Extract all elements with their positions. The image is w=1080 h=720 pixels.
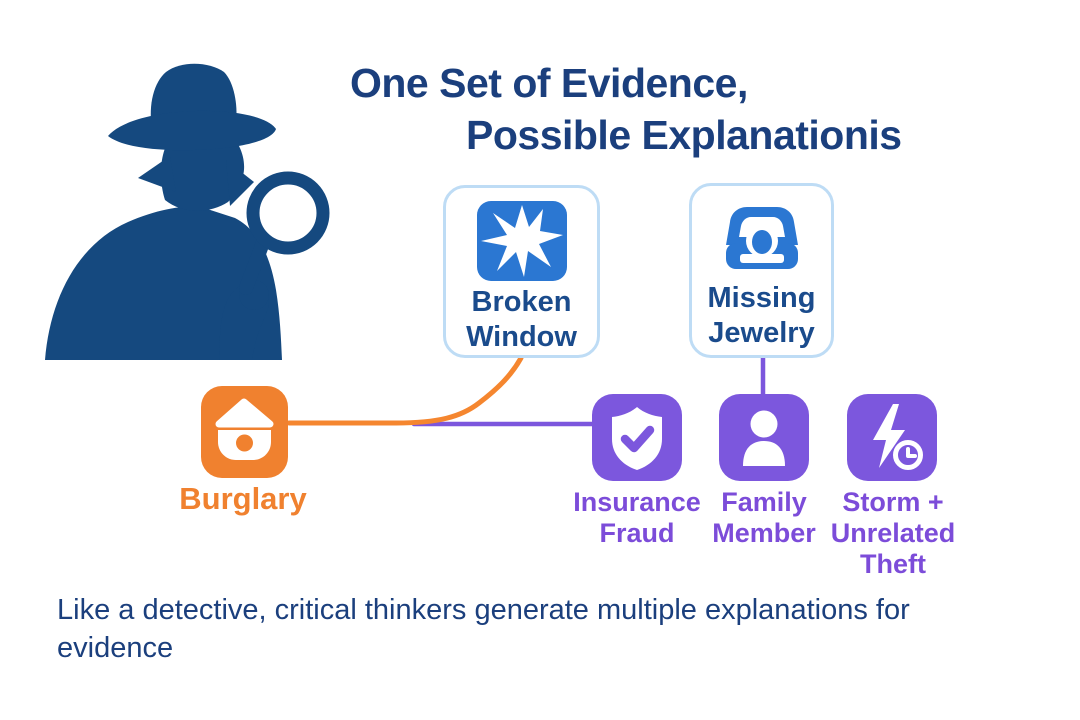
caption-line1: Like a detective, critical thinkers gene… bbox=[57, 594, 910, 626]
shield-check-icon bbox=[612, 407, 662, 470]
explanation-label-insurance-fraud: Insurance Fraud bbox=[555, 487, 719, 549]
evidence-label-line2: Window bbox=[466, 321, 577, 353]
evidence-label-missing-jewelry: Missing Jewelry bbox=[708, 281, 816, 351]
label-line3: Theft bbox=[860, 549, 926, 579]
page-title-line2: Possible Explanationis bbox=[466, 112, 902, 158]
explanation-node-storm-theft bbox=[847, 394, 937, 481]
starburst-icon bbox=[476, 201, 567, 281]
page-title-line1: One Set of Evidence, bbox=[350, 60, 748, 106]
caption-text: Like a detective, critical thinkers gene… bbox=[57, 591, 1037, 667]
explanation-label-burglary: Burglary bbox=[179, 481, 307, 516]
label-line1: Storm + bbox=[842, 487, 944, 517]
explanation-node-insurance-fraud bbox=[592, 394, 682, 481]
person-icon bbox=[743, 410, 785, 466]
explanation-label-storm-theft: Storm + Unrelated Theft bbox=[811, 487, 975, 580]
storm-clock-icon bbox=[873, 404, 923, 470]
evidence-label-line1: Broken bbox=[471, 286, 572, 318]
label-line1: Insurance bbox=[573, 487, 701, 517]
label-line1: Family bbox=[721, 487, 807, 517]
jewelry-box-icon bbox=[725, 207, 798, 269]
explanation-label-family-member: Family Member bbox=[682, 487, 846, 549]
evidence-card-missing-jewelry: Missing Jewelry bbox=[689, 183, 834, 358]
explanation-node-burglary bbox=[201, 386, 288, 478]
evidence-label-broken-window: Broken Window bbox=[466, 285, 577, 355]
evidence-label-line1: Missing bbox=[707, 282, 816, 314]
connector-broken-window-to-burglary bbox=[286, 355, 524, 426]
label-line2: Member bbox=[712, 518, 816, 548]
caption-line2: evidence bbox=[57, 632, 174, 664]
detective-icon bbox=[45, 63, 330, 360]
evidence-label-line2: Jewelry bbox=[708, 317, 815, 349]
evidence-card-broken-window: Broken Window bbox=[443, 185, 600, 358]
label-line2: Unrelated bbox=[830, 518, 956, 548]
house-security-icon bbox=[215, 398, 274, 460]
explanation-node-family-member bbox=[719, 394, 809, 481]
label-line2: Fraud bbox=[599, 518, 675, 548]
